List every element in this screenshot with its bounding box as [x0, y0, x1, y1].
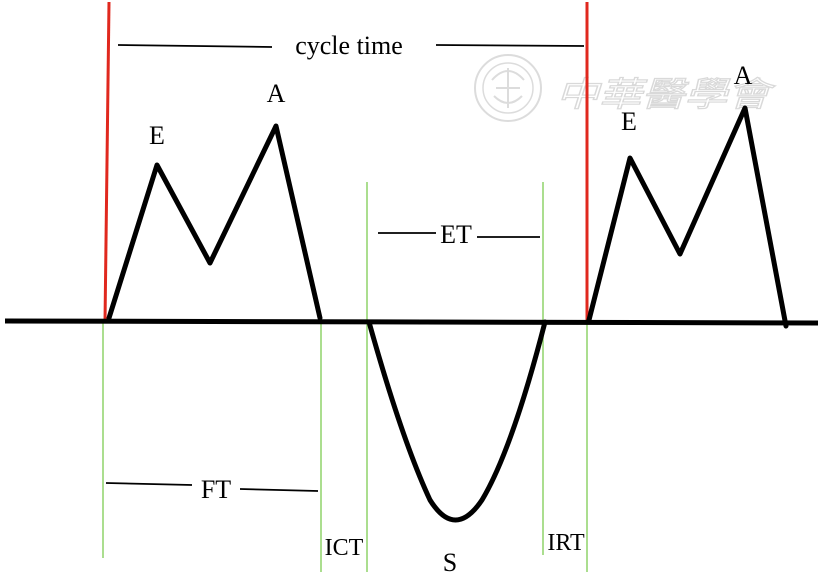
- cycle-start-marker: [103, 1, 111, 323]
- labels: cycle time E A E A ET FT ICT S IRT: [149, 31, 753, 577]
- cycle-time-line-left: [117, 44, 273, 48]
- cycle-time-label: cycle time: [295, 31, 403, 60]
- a-wave-label-first: A: [267, 79, 286, 108]
- ft-line-right: [239, 488, 319, 492]
- cycle-time-line-right: [435, 44, 585, 47]
- irt-label: IRT: [547, 530, 585, 556]
- ict-label: ICT: [325, 535, 364, 561]
- a-wave-label-second: A: [734, 61, 753, 90]
- ft-label: FT: [201, 475, 231, 504]
- waveform: [106, 105, 789, 523]
- watermark-text: 中華醫學會: [556, 75, 776, 115]
- interval-guides: [102, 182, 588, 572]
- diastolic-wave-first: [106, 123, 323, 321]
- interval-brackets: [105, 44, 585, 492]
- baseline: [4, 318, 819, 326]
- cycle-markers: [103, 1, 589, 323]
- e-wave-label-first: E: [149, 121, 165, 150]
- e-wave-label-second: E: [621, 107, 637, 136]
- et-label: ET: [440, 220, 472, 249]
- systolic-wave: [366, 319, 548, 523]
- ft-line-left: [105, 482, 193, 486]
- diastolic-wave-second: [586, 105, 789, 329]
- watermark: 中華醫學會: [474, 54, 777, 122]
- watermark-seal-logo: [474, 54, 542, 122]
- s-wave-label: S: [443, 548, 457, 577]
